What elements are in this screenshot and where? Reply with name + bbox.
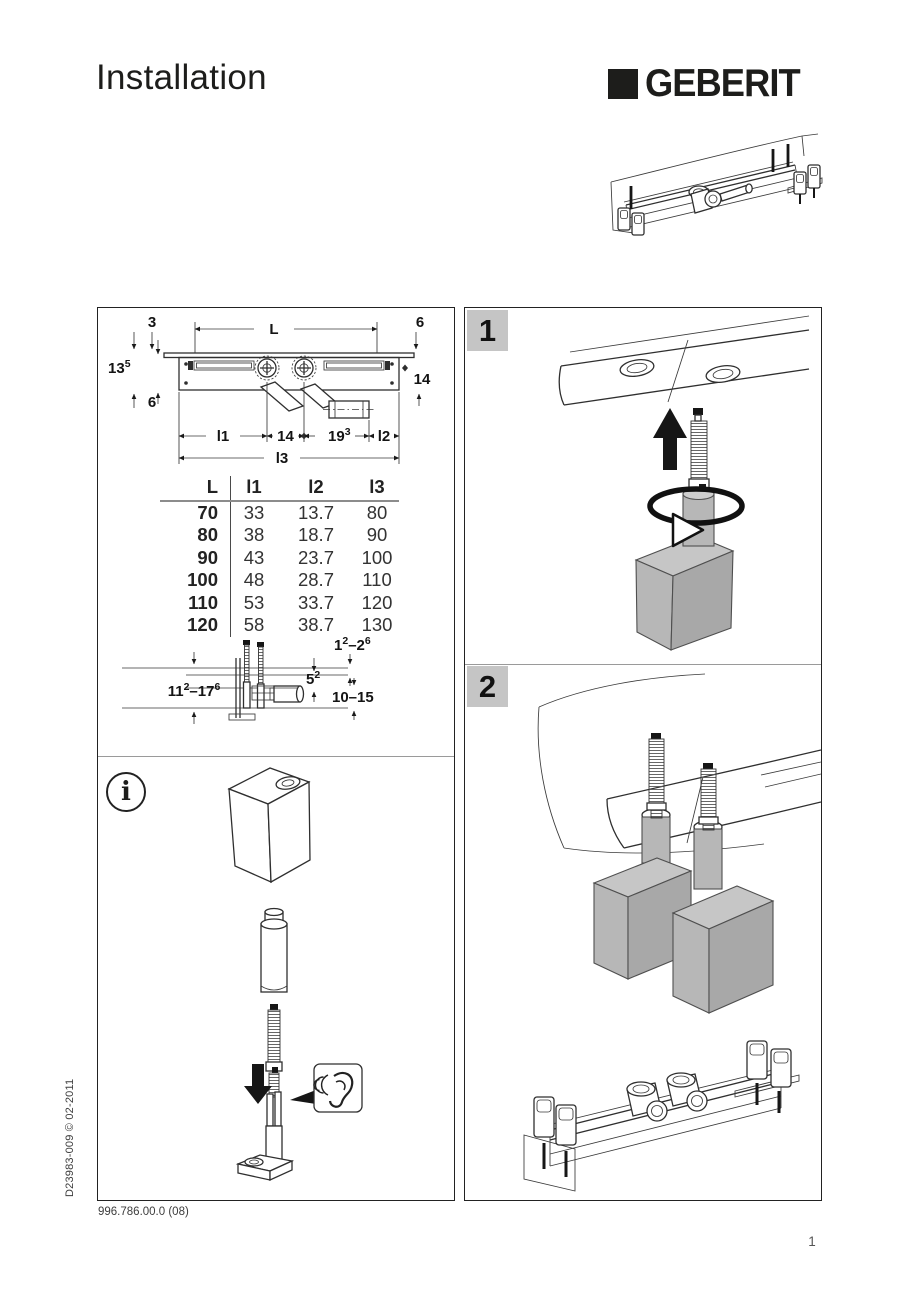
- dim-screed-range: 10–15: [332, 689, 374, 706]
- rotate-arrow-icon: [647, 486, 745, 548]
- steps-panel: 1 2: [464, 307, 822, 1201]
- dim-depth-below: 6: [148, 394, 156, 411]
- info-icon: i: [106, 772, 146, 812]
- side-view-diagram: 112–176 12–26 52 10–15: [122, 635, 374, 724]
- dim-outlet-drop: 14: [414, 371, 431, 388]
- foot-bracket: [734, 1040, 800, 1113]
- dim-l1: l1: [217, 428, 230, 445]
- dim-height: 135: [108, 358, 131, 377]
- supply-fitting: [254, 355, 280, 381]
- col-header: L: [160, 476, 231, 502]
- step-1-illustration: [558, 315, 810, 651]
- mounting-block: [671, 885, 775, 1014]
- product-overview-illustration: [610, 133, 823, 236]
- article-number: 996.786.00.0 (08): [98, 1206, 189, 1218]
- dim-overhang-right: 6: [416, 314, 424, 331]
- dim-offset: 193: [328, 426, 351, 445]
- step-2-label: 2: [467, 666, 508, 707]
- dim-overhang-left: 3: [148, 314, 156, 331]
- mounting-block: [634, 535, 735, 651]
- adjustable-foot: [235, 1091, 295, 1182]
- imprint-vertical-text: D23983-009 © 02-2011: [64, 1078, 76, 1197]
- foot-bracket: [533, 1096, 577, 1177]
- dim-l2: l2: [378, 428, 391, 445]
- step-2-illustration: [537, 673, 821, 1014]
- channel-flange: [558, 315, 810, 406]
- dim-total-height: 112–176: [168, 681, 221, 700]
- col-header: l3: [355, 476, 399, 502]
- dim-frame-height: 52: [306, 669, 320, 688]
- col-header: l1: [230, 476, 277, 502]
- step-1-label: 1: [467, 310, 508, 351]
- mounting-block: [592, 857, 693, 980]
- page-title: Installation: [96, 58, 267, 97]
- logo-wordmark: GEBERIT: [645, 62, 801, 105]
- assembly-exploded-illustration: [227, 767, 363, 1182]
- supply-fitting: [291, 355, 317, 381]
- sleeve-cylinder: [260, 907, 288, 993]
- page-number: 1: [808, 1234, 816, 1249]
- threaded-rod: [646, 733, 667, 819]
- threaded-rod: [698, 763, 719, 831]
- dim-tile-thickness: 12–26: [334, 635, 371, 654]
- dim-center-gap: 14: [277, 428, 294, 445]
- drain-trap: [626, 1081, 668, 1122]
- down-arrow-icon: [244, 1064, 272, 1104]
- dimension-panel: L 3 6 135 6 14 l1 14 193: [97, 307, 455, 1201]
- col-header: l2: [277, 476, 355, 502]
- step-2-frame-illustration: [523, 1040, 800, 1192]
- panel-divider: [465, 664, 821, 665]
- size-table-header-row: L l1 l2 l3: [160, 476, 399, 502]
- top-view-diagram: L 3 6 135 6 14 l1 14 193: [108, 314, 431, 467]
- listen-callout: [290, 1063, 363, 1113]
- geberit-logo: GEBERIT: [608, 64, 811, 103]
- mounting-block: [227, 767, 311, 884]
- logo-square-icon: [608, 68, 638, 99]
- up-arrow-icon: [653, 408, 687, 470]
- dim-l3: l3: [276, 450, 289, 467]
- threaded-rod: [265, 1004, 283, 1098]
- sleeve-cylinder: [693, 828, 723, 890]
- drain-trap: [666, 1072, 708, 1112]
- dim-length: L: [269, 321, 278, 338]
- panel-divider: [98, 756, 454, 757]
- ear-icon: [313, 1071, 354, 1108]
- sleeve-cylinder: [641, 816, 671, 864]
